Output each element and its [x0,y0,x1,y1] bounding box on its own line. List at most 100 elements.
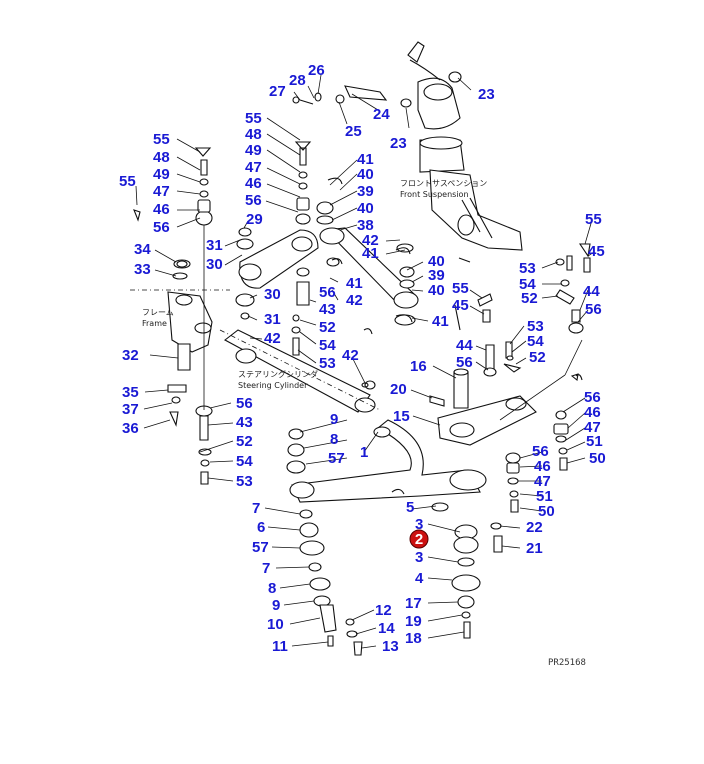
callout-number[interactable]: 47 [584,419,601,436]
callout-number[interactable]: 53 [319,355,336,372]
callout-number[interactable]: 55 [119,173,136,190]
callout-number[interactable]: 42 [342,347,359,364]
callout-number[interactable]: 35 [122,384,139,401]
callout-number[interactable]: 26 [308,62,325,79]
callout-number[interactable]: 56 [456,354,473,371]
callout-number[interactable]: 39 [357,183,374,200]
callout-number[interactable]: 19 [405,613,422,630]
callout-number[interactable]: 41 [357,151,374,168]
callout-number[interactable]: 7 [262,560,270,577]
callout-number[interactable]: 40 [357,200,374,217]
callout-number[interactable]: 9 [272,597,280,614]
callout-number[interactable]: 23 [390,135,407,152]
callout-number[interactable]: 54 [519,276,536,293]
callout-number[interactable]: 20 [390,381,407,398]
callout-number[interactable]: 41 [346,275,363,292]
callout-number[interactable]: 3 [415,516,423,533]
callout-number[interactable]: 43 [236,414,253,431]
callout-number[interactable]: 30 [206,256,223,273]
callout-number[interactable]: 1 [360,444,368,461]
callout-number[interactable]: 14 [378,620,395,637]
callout-number[interactable]: 24 [373,106,390,123]
callout-number[interactable]: 8 [268,580,276,597]
callout-number[interactable]: 55 [585,211,602,228]
callout-number[interactable]: 55 [245,110,262,127]
callout-number[interactable]: 42 [362,232,379,249]
callout-number[interactable]: 56 [585,301,602,318]
callout-number[interactable]: 16 [410,358,427,375]
callout-number[interactable]: 22 [526,519,543,536]
callout-number[interactable]: 57 [328,450,345,467]
callout-number[interactable]: 54 [527,333,544,350]
callout-number[interactable]: 41 [362,245,379,262]
callout-number[interactable]: 13 [382,638,399,655]
callout-number[interactable]: 36 [122,420,139,437]
callout-number[interactable]: 40 [428,282,445,299]
callout-number[interactable]: 31 [206,237,223,254]
callout-number[interactable]: 49 [153,166,170,183]
callout-number[interactable]: 55 [153,131,170,148]
highlighted-callout-2[interactable]: 2 [409,529,429,549]
callout-number[interactable]: 56 [319,284,336,301]
callout-number[interactable]: 45 [588,243,605,260]
callout-number[interactable]: 47 [245,159,262,176]
callout-number[interactable]: 9 [330,411,338,428]
callout-number[interactable]: 39 [428,267,445,284]
callout-number[interactable]: 44 [583,283,600,300]
callout-number[interactable]: 33 [134,261,151,278]
callout-number[interactable]: 56 [584,389,601,406]
callout-number[interactable]: 56 [532,443,549,460]
callout-number[interactable]: 18 [405,630,422,647]
callout-number[interactable]: 21 [526,540,543,557]
callout-number[interactable]: 52 [236,433,253,450]
callout-number[interactable]: 45 [452,297,469,314]
callout-number[interactable]: 52 [521,290,538,307]
callout-number[interactable]: 44 [456,337,473,354]
callout-number[interactable]: 54 [319,337,336,354]
callout-number[interactable]: 56 [236,395,253,412]
callout-number[interactable]: 11 [272,638,288,655]
callout-number[interactable]: 40 [428,253,445,270]
callout-number[interactable]: 5 [406,499,414,516]
callout-number[interactable]: 56 [245,192,262,209]
callout-number[interactable]: 53 [236,473,253,490]
callout-number[interactable]: 30 [264,286,281,303]
callout-number[interactable]: 51 [586,433,603,450]
callout-number[interactable]: 40 [357,166,374,183]
callout-number[interactable]: 52 [319,319,336,336]
callout-number[interactable]: 12 [375,602,392,619]
callout-number[interactable]: 46 [245,175,262,192]
callout-number[interactable]: 56 [153,219,170,236]
highlighted-callout-text[interactable]: 2 [415,531,423,548]
callout-number[interactable]: 28 [289,72,306,89]
callout-number[interactable]: 7 [252,500,260,517]
callout-number[interactable]: 34 [134,241,151,258]
callout-number[interactable]: 41 [432,313,449,330]
callout-number[interactable]: 48 [245,126,262,143]
callout-number[interactable]: 25 [345,123,362,140]
callout-number[interactable]: 37 [122,401,139,418]
callout-number[interactable]: 53 [519,260,536,277]
callout-number[interactable]: 23 [478,86,495,103]
callout-number[interactable]: 32 [122,347,139,364]
callout-number[interactable]: 51 [536,488,553,505]
callout-number[interactable]: 47 [153,183,170,200]
callout-number[interactable]: 54 [236,453,253,470]
callout-number[interactable]: 15 [393,408,410,425]
callout-number[interactable]: 10 [267,616,284,633]
callout-number[interactable]: 4 [415,570,424,587]
callout-number[interactable]: 3 [415,549,423,566]
callout-number[interactable]: 6 [257,519,265,536]
callout-number[interactable]: 53 [527,318,544,335]
callout-number[interactable]: 57 [252,539,269,556]
callout-number[interactable]: 55 [452,280,469,297]
callout-number[interactable]: 48 [153,149,170,166]
callout-number[interactable]: 50 [589,450,606,467]
callout-number[interactable]: 29 [246,211,263,228]
callout-number[interactable]: 46 [534,458,551,475]
callout-number[interactable]: 17 [405,595,422,612]
callout-number[interactable]: 47 [534,473,551,490]
callout-number[interactable]: 31 [264,311,281,328]
callout-number[interactable]: 38 [357,217,374,234]
callout-number[interactable]: 46 [153,201,170,218]
